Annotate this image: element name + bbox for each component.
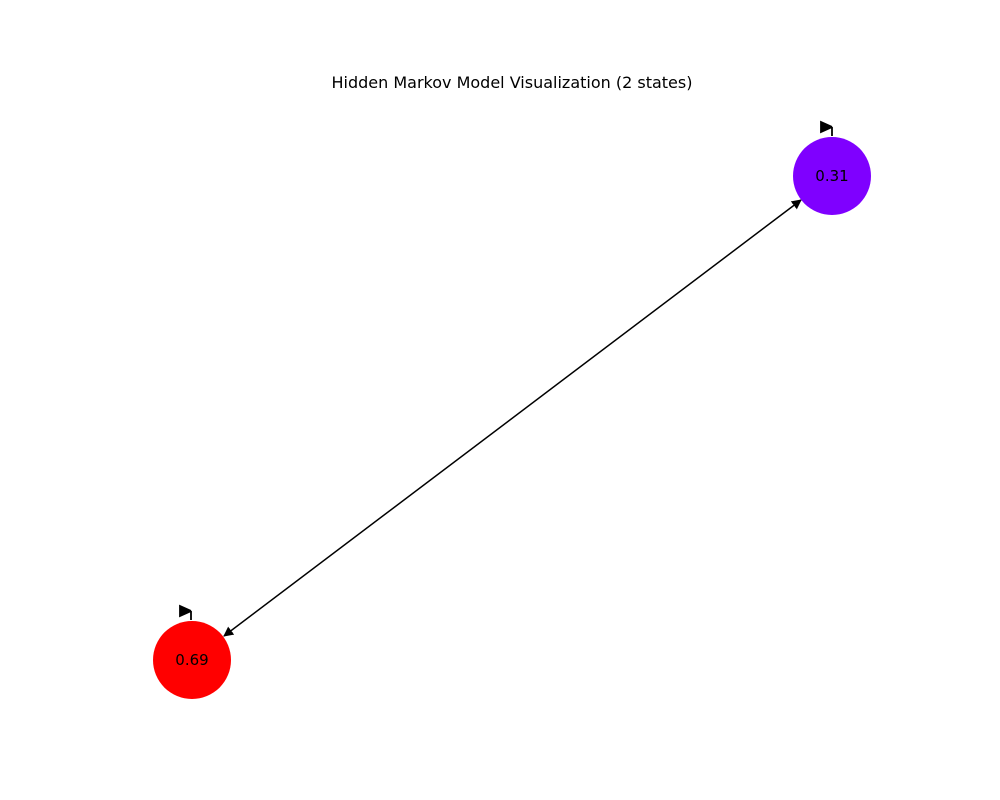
diagram-title: Hidden Markov Model Visualization (2 sta… [332, 73, 693, 92]
state-label: 0.31 [815, 167, 848, 185]
state-node-a[interactable]: 0.31 [793, 120, 871, 215]
state-circle[interactable] [793, 137, 871, 215]
state-circle[interactable] [153, 621, 231, 699]
transition-edge [223, 199, 802, 637]
self-loop-marker [820, 120, 833, 136]
state-label: 0.69 [175, 651, 208, 669]
state-node-b[interactable]: 0.69 [153, 604, 231, 699]
self-loop-marker [179, 604, 192, 620]
